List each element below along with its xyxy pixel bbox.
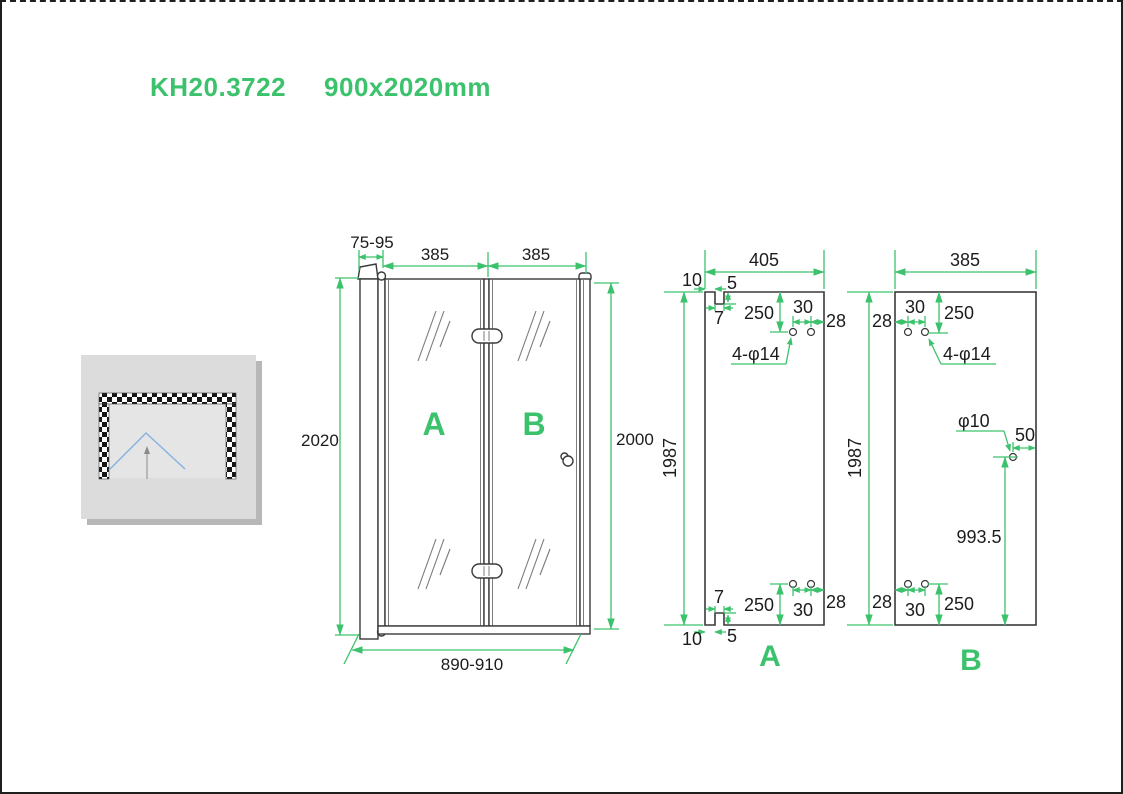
dim-b-hole-spacing-top: 30: [905, 297, 926, 327]
a-notch-depth-label: 5: [727, 626, 737, 646]
a-notch-inset-label: 10: [682, 270, 702, 290]
a-hole-offset-label: 250: [744, 303, 774, 323]
hinge-hole: [903, 327, 913, 337]
dim-b-glass-height: 1987: [845, 291, 893, 626]
b-hole-spacing-label: 30: [905, 600, 925, 620]
dim-b-handle-edge: 50: [1012, 425, 1036, 452]
a-notch-width-label: 7: [714, 587, 724, 607]
hinge-hole: [788, 327, 798, 337]
dim-a-hole-spacing-top: 30: [792, 297, 813, 327]
wall-profile-range-label: 75-95: [350, 233, 393, 252]
wall-profile-cap: [357, 263, 379, 280]
b-hinge-holes-label: 4-φ14: [943, 344, 991, 364]
wall-checker-band: [98, 392, 237, 480]
dim-b-glass-width: 385: [894, 250, 1037, 289]
hinge-hole: [920, 327, 930, 337]
dim-total-width-range: 890-910: [343, 633, 582, 674]
dim-a-hole-offset-top: 250: [744, 291, 788, 333]
wall-profile: [359, 278, 379, 640]
a-hole-spacing-label: 30: [793, 297, 813, 317]
panel-a-width-label: 385: [421, 245, 449, 264]
b-handle-dia-label: φ10: [958, 411, 990, 431]
b-hole-edge-label: 28: [872, 592, 892, 612]
page-title: KH20.3722 900x2020mm: [150, 72, 491, 103]
top-hinge: [471, 328, 503, 344]
b-glass-width-label: 385: [950, 250, 980, 270]
callout-b-hinge-holes: 4-φ14: [928, 338, 996, 365]
dim-outer-height: 2020: [301, 277, 359, 636]
bottom-hinge: [471, 563, 503, 579]
shower-floor-area: [109, 404, 226, 478]
b-handle-height-label: 993.5: [956, 527, 1001, 547]
outer-height-label: 2020: [301, 431, 339, 450]
glass-b-outline: [894, 291, 1037, 626]
door-swing-path: [108, 431, 186, 471]
dim-a-notch-width-top: 7: [706, 304, 733, 328]
b-hole-offset-label: 250: [944, 594, 974, 614]
dim-a-glass-height: 1987: [660, 291, 703, 626]
dim-a-notch-depth-bottom: 5: [724, 612, 737, 646]
a-notch-width-label: 7: [714, 308, 724, 328]
dim-b-hole-edge-top: 28: [872, 311, 909, 331]
dim-b-hole-spacing-bottom: 30: [905, 586, 926, 620]
a-glass-width-label: 405: [749, 250, 779, 270]
panel-b-width-label: 385: [522, 245, 550, 264]
b-hole-spacing-label: 30: [905, 297, 925, 317]
dim-a-hole-edge-bottom: 28: [810, 587, 846, 612]
dim-a-notch-depth-top: 5: [724, 273, 737, 305]
b-hole-offset-label: 250: [944, 303, 974, 323]
overall-size-label: 900x2020mm: [324, 72, 491, 102]
front-view-structure: [357, 263, 592, 640]
callout-a-hinge-holes: 4-φ14: [731, 337, 793, 365]
front-panel-b-letter: B: [522, 406, 545, 442]
front-view: 75-95 385 385 2020 200: [301, 233, 654, 674]
detail-a-letter: A: [759, 640, 781, 673]
pivot-bar: [377, 278, 386, 627]
dim-a-notch-inset-top: 10: [682, 270, 726, 292]
a-hinge-holes-label: 4-φ14: [732, 344, 780, 364]
glass-panel-b: [488, 278, 581, 627]
b-hole-edge-label: 28: [872, 311, 892, 331]
pivot-top-knuckle: [376, 271, 387, 281]
detail-b-letter: B: [960, 644, 982, 677]
a-hole-edge-label: 28: [826, 311, 846, 331]
dim-a-hole-offset-bottom: 250: [744, 583, 788, 626]
dim-panel-b-width: 385: [487, 245, 587, 274]
door-height-label: 2000: [616, 430, 654, 449]
dim-b-hole-edge-bottom: 28: [872, 587, 909, 612]
a-hole-offset-label: 250: [744, 595, 774, 615]
b-glass-height-label: 1987: [845, 438, 865, 478]
total-width-range-label: 890-910: [441, 655, 503, 674]
dim-a-hole-edge-top: 28: [810, 311, 846, 331]
detail-panel-b: 385 1987 28 30 250: [845, 250, 1037, 677]
a-hole-edge-label: 28: [826, 592, 846, 612]
a-notch-depth-label: 5: [727, 273, 737, 293]
dim-a-notch-inset-bottom: 10: [682, 629, 726, 649]
dim-panel-a-width: 385: [382, 245, 489, 277]
b-handle-edge-label: 50: [1015, 425, 1035, 445]
door-knob: [560, 452, 574, 467]
front-panel-a-letter: A: [422, 406, 445, 442]
dim-a-hole-spacing-bottom: 30: [792, 586, 813, 620]
detail-panel-a: 405 1987 10 5: [660, 250, 846, 673]
dim-b-hole-offset-top: 250: [928, 291, 974, 334]
a-glass-height-label: 1987: [660, 438, 680, 478]
bottom-sill: [377, 625, 591, 635]
dim-b-handle-height: 993.5: [956, 456, 1018, 626]
model-number: KH20.3722: [150, 72, 287, 102]
swing-direction-arrow: [144, 446, 150, 479]
glass-a-outline: [704, 291, 825, 626]
dim-a-glass-width: 405: [704, 250, 825, 289]
dim-b-hole-offset-bottom: 250: [928, 583, 974, 626]
glass-panel-a: [384, 278, 485, 627]
callout-b-handle-hole: φ10: [956, 411, 1011, 452]
dim-a-notch-width-bottom: 7: [706, 587, 733, 613]
hinge-hole: [806, 327, 816, 337]
a-hole-spacing-label: 30: [793, 600, 813, 620]
a-notch-inset-label: 10: [682, 629, 702, 649]
right-profile: [579, 278, 591, 627]
plan-view-thumbnail: [81, 355, 262, 525]
dim-door-height: 2000: [594, 282, 654, 630]
